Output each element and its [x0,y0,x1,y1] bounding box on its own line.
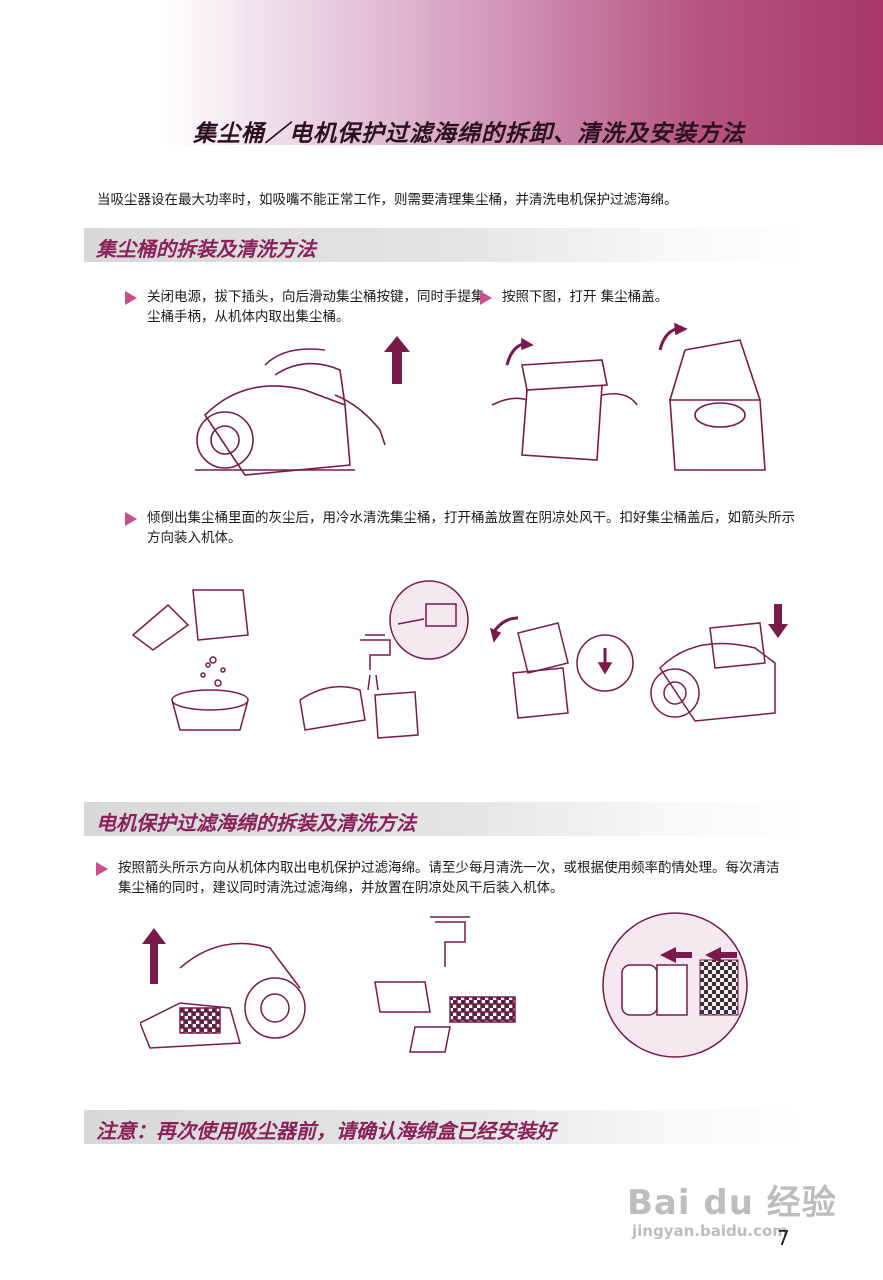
illustration-sponge-detail [600,910,750,1060]
illustration-wash-sponge [365,912,525,1057]
step-open-lid: 按照下图，打开 集尘桶盖。 [480,287,800,307]
bullet-triangle-icon [480,291,492,305]
notice-banner: 注意：再次使用吸尘器前，请确认海绵盒已经安装好 [84,1110,804,1144]
illustration-lift-bin [185,335,435,485]
step-clean-sponge: 按照箭头所示方向从机体内取出电机保护过滤海绵。请至少每月清洗一次，或根据使用频率… [96,858,786,898]
illustration-remove-sponge [140,928,315,1058]
step-remove-bin: 关闭电源，拔下插头，向后滑动集尘桶按键，同时手提集尘桶手柄，从机体内取出集尘桶。 [125,287,485,327]
illustration-close-lid [488,603,638,728]
step-text: 关闭电源，拔下插头，向后滑动集尘桶按键，同时手提集尘桶手柄，从机体内取出集尘桶。 [147,289,485,325]
step-clean-bin: 倾倒出集尘桶里面的灰尘后，用冷水清洗集尘桶，打开桶盖放置在阴凉处风干。扣好集尘桶… [125,508,795,548]
section-heading-text: 集尘桶的拆装及清洗方法 [96,237,316,261]
bullet-triangle-icon [125,512,137,526]
watermark-brand: Bai du 经验 [627,1183,837,1223]
intro-text: 当吸尘器设在最大功率时，如吸嘴不能正常工作，则需要清理集尘桶，并清洗电机保护过滤… [97,192,678,208]
notice-text: 注意：再次使用吸尘器前，请确认海绵盒已经安装好 [96,1119,556,1143]
bullet-triangle-icon [96,862,108,876]
illustration-open-lid-2 [650,320,780,480]
illustration-wash-bin [290,580,470,740]
illustration-insert-bin [645,603,805,723]
header-band [160,0,883,145]
step-text: 按照下图，打开 集尘桶盖。 [502,289,669,305]
down-arrow-icon [768,604,788,638]
page-number: 7 [777,1226,790,1250]
illustration-empty-bin [128,585,263,735]
section-heading-dust-bin: 集尘桶的拆装及清洗方法 [84,228,804,262]
illustration-inset-circle [388,579,470,661]
up-arrow-icon [384,336,410,384]
step-text: 倾倒出集尘桶里面的灰尘后，用冷水清洗集尘桶，打开桶盖放置在阴凉处风干。扣好集尘桶… [147,510,795,546]
step-text: 按照箭头所示方向从机体内取出电机保护过滤海绵。请至少每月清洗一次，或根据使用频率… [118,860,780,896]
section-heading-filter-sponge: 电机保护过滤海绵的拆装及清洗方法 [84,802,804,836]
page-title: 集尘桶／电机保护过滤海绵的拆卸、清洗及安装方法 [193,121,745,147]
watermark-url: jingyan.baidu.com [632,1222,788,1240]
section-heading-text: 电机保护过滤海绵的拆装及清洗方法 [96,811,416,835]
bullet-triangle-icon [125,291,137,305]
illustration-open-lid-1 [482,335,642,465]
